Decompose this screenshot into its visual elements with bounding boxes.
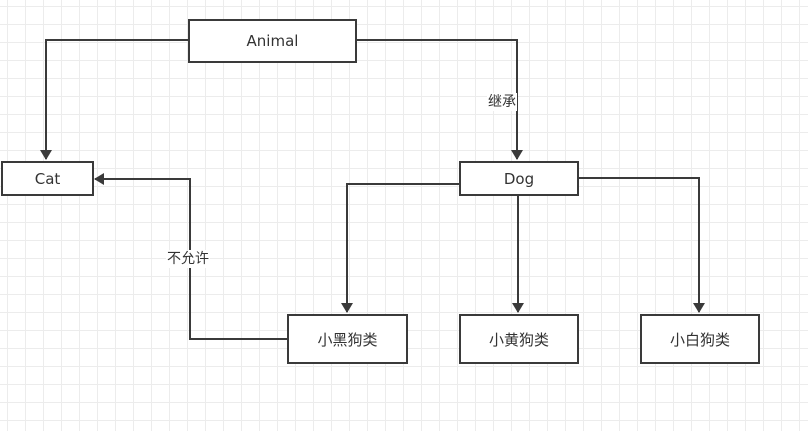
node-animal[interactable]: Animal: [188, 19, 357, 63]
node-yellow-dog-label: 小黄狗类: [488, 330, 549, 349]
node-yellow-dog[interactable]: 小黄狗类: [459, 314, 579, 364]
node-white-dog[interactable]: 小白狗类: [640, 314, 760, 364]
edge-animal-dog[interactable]: [356, 39, 523, 160]
node-dog[interactable]: Dog: [459, 161, 579, 196]
node-dog-label: Dog: [503, 169, 535, 188]
node-cat[interactable]: Cat: [1, 161, 94, 196]
node-white-dog-label: 小白狗类: [669, 330, 730, 349]
node-animal-label: Animal: [246, 32, 299, 50]
edge-label-not-allowed: 不允许: [166, 250, 210, 268]
node-cat-label: Cat: [34, 169, 61, 188]
edge-animal-cat[interactable]: [40, 39, 188, 160]
edge-dog-black-dog[interactable]: [341, 183, 459, 313]
edge-label-inherit: 继承: [487, 93, 517, 111]
node-black-dog-label: 小黑狗类: [317, 330, 378, 349]
edge-dog-white-dog[interactable]: [578, 177, 705, 313]
node-black-dog[interactable]: 小黑狗类: [287, 314, 408, 364]
